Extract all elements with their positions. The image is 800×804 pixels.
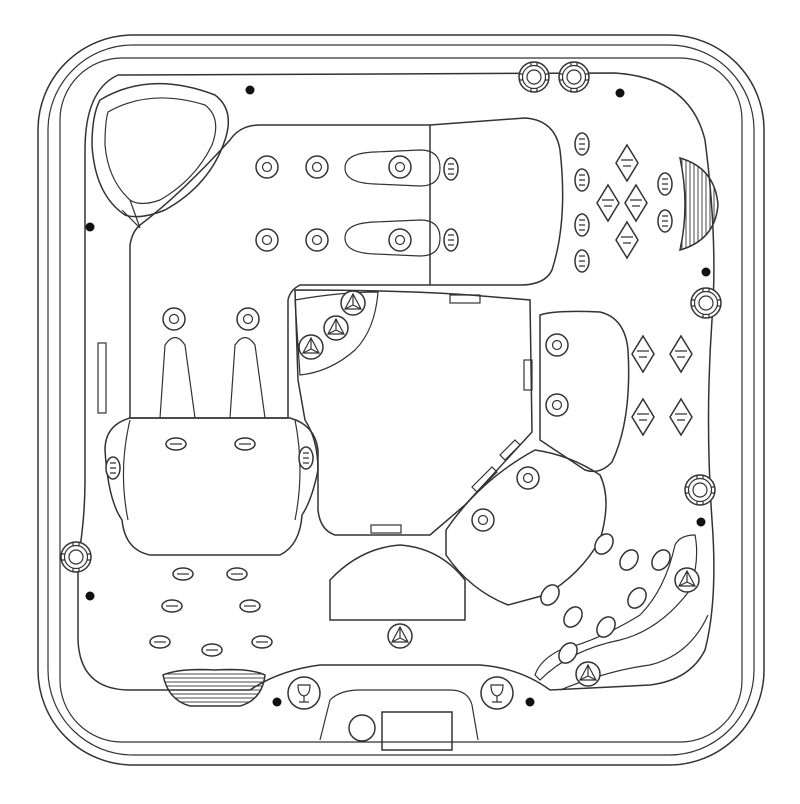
control-knob-icon[interactable] bbox=[558, 61, 590, 93]
bench-seat-top bbox=[129, 117, 564, 419]
pillow-icon bbox=[678, 156, 719, 252]
cup-holder-icon bbox=[287, 676, 321, 710]
bench-seat-right bbox=[539, 310, 630, 473]
jet-icon bbox=[105, 132, 673, 657]
corner-lounger-top-left bbox=[91, 82, 230, 229]
control-knob-icon[interactable] bbox=[684, 474, 716, 506]
control-knob-icon[interactable] bbox=[60, 541, 92, 573]
jet-icon bbox=[596, 144, 693, 436]
side-light bbox=[97, 342, 107, 414]
cup-holder-icon bbox=[480, 676, 514, 710]
air-button-dots bbox=[85, 85, 711, 707]
step-bottom-center bbox=[329, 544, 466, 621]
control-knob-icon[interactable] bbox=[518, 61, 550, 93]
jet-icon bbox=[162, 155, 569, 532]
jet-icon bbox=[540, 533, 671, 664]
control-knob-icon[interactable] bbox=[690, 287, 722, 319]
pillow-icon bbox=[162, 668, 266, 707]
tub-shell bbox=[37, 34, 765, 766]
footwell bbox=[294, 289, 533, 536]
control-panel-icon bbox=[319, 689, 479, 751]
lounger-left-double bbox=[104, 336, 319, 556]
footwell-jet-seat bbox=[294, 291, 379, 376]
